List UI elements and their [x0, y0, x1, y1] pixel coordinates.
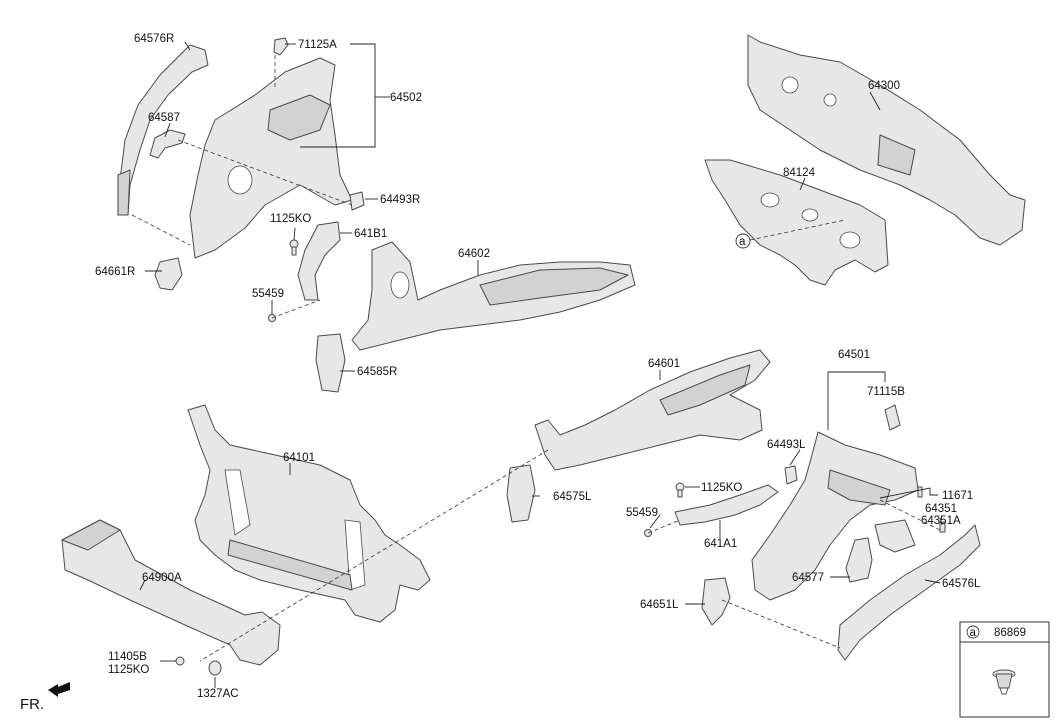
- part-64351[interactable]: [874, 519, 916, 553]
- label-71125A: 71125A: [298, 39, 337, 51]
- part-1125KO-upper[interactable]: [289, 239, 299, 256]
- label-64576R: 64576R: [134, 33, 174, 45]
- part-71125A[interactable]: [273, 37, 289, 56]
- part-64576L[interactable]: [837, 524, 981, 661]
- part-1125KO-lower[interactable]: [675, 482, 685, 498]
- part-64101[interactable]: [187, 404, 431, 623]
- ref-callout-a: a: [735, 233, 751, 249]
- part-64502[interactable]: [189, 57, 353, 259]
- legend-box: a 86869: [959, 621, 1050, 718]
- part-64575L[interactable]: [506, 464, 536, 523]
- label-64585R: 64585R: [357, 366, 397, 378]
- label-1125KO-upper: 1125KO: [270, 213, 311, 225]
- label-641A1: 641A1: [704, 538, 737, 550]
- part-64587[interactable]: [149, 129, 186, 159]
- part-64501[interactable]: [751, 431, 919, 601]
- label-64602: 64602: [458, 248, 490, 260]
- svg-text:a: a: [739, 236, 746, 248]
- part-64577[interactable]: [845, 537, 873, 583]
- label-1327AC: 1327AC: [197, 688, 239, 700]
- part-64300[interactable]: [747, 34, 1026, 246]
- label-64493L: 64493L: [767, 439, 806, 451]
- part-labels: 64576R 71125A 64502 64587 64493R 1125KO …: [95, 33, 981, 700]
- label-64587: 64587: [148, 112, 180, 124]
- part-11671[interactable]: [917, 486, 923, 498]
- part-1327AC[interactable]: [208, 660, 222, 676]
- label-84124: 84124: [783, 167, 816, 179]
- label-71115B: 71115B: [867, 386, 905, 398]
- part-64602[interactable]: [351, 241, 636, 351]
- front-arrow-icon: [48, 682, 70, 697]
- part-64351A[interactable]: [939, 521, 946, 533]
- label-64501: 64501: [838, 349, 870, 361]
- label-64502: 64502: [390, 92, 422, 104]
- label-64661R: 64661R: [95, 266, 135, 278]
- label-64101: 64101: [283, 452, 315, 464]
- part-84124[interactable]: [704, 159, 889, 286]
- label-64601: 64601: [648, 358, 680, 370]
- label-1125KO-bottom: 1125KO: [108, 664, 149, 676]
- part-64576R[interactable]: [117, 44, 209, 216]
- front-label: FR.: [20, 696, 44, 713]
- part-641B1[interactable]: [297, 221, 341, 301]
- part-64493R[interactable]: [349, 191, 365, 211]
- part-11405B[interactable]: [175, 656, 185, 666]
- label-55459-lower: 55459: [626, 507, 658, 519]
- part-64601[interactable]: [534, 349, 771, 471]
- part-64900A[interactable]: [61, 519, 281, 666]
- label-64300: 64300: [868, 80, 900, 92]
- front-direction-indicator: FR.: [20, 682, 70, 713]
- legend-ref: a: [970, 627, 977, 639]
- part-64661R[interactable]: [154, 257, 183, 291]
- part-641A1[interactable]: [674, 484, 779, 526]
- label-641B1: 641B1: [354, 228, 387, 240]
- label-11671: 11671: [942, 490, 973, 502]
- label-64351: 64351: [925, 503, 957, 515]
- label-64493R: 64493R: [380, 194, 420, 206]
- label-55459-upper: 55459: [252, 288, 284, 300]
- label-64575L: 64575L: [553, 491, 592, 503]
- label-64900A: 64900A: [142, 572, 182, 584]
- part-71115B[interactable]: [884, 404, 901, 431]
- label-64577: 64577: [792, 572, 824, 584]
- legend-part-number: 86869: [994, 627, 1026, 639]
- label-64576L: 64576L: [942, 578, 981, 590]
- label-1125KO-lower: 1125KO: [701, 482, 742, 494]
- clip-fastener-icon: [992, 669, 1016, 695]
- label-64351A: 64351A: [921, 515, 961, 527]
- part-64493L[interactable]: [784, 465, 798, 485]
- label-64651L: 64651L: [640, 599, 679, 611]
- leader-lines: [139, 41, 943, 688]
- part-64651L[interactable]: [701, 577, 731, 626]
- alignment-lines: [131, 55, 941, 662]
- part-64585R[interactable]: [315, 333, 346, 393]
- label-11405B: 11405B: [108, 651, 147, 663]
